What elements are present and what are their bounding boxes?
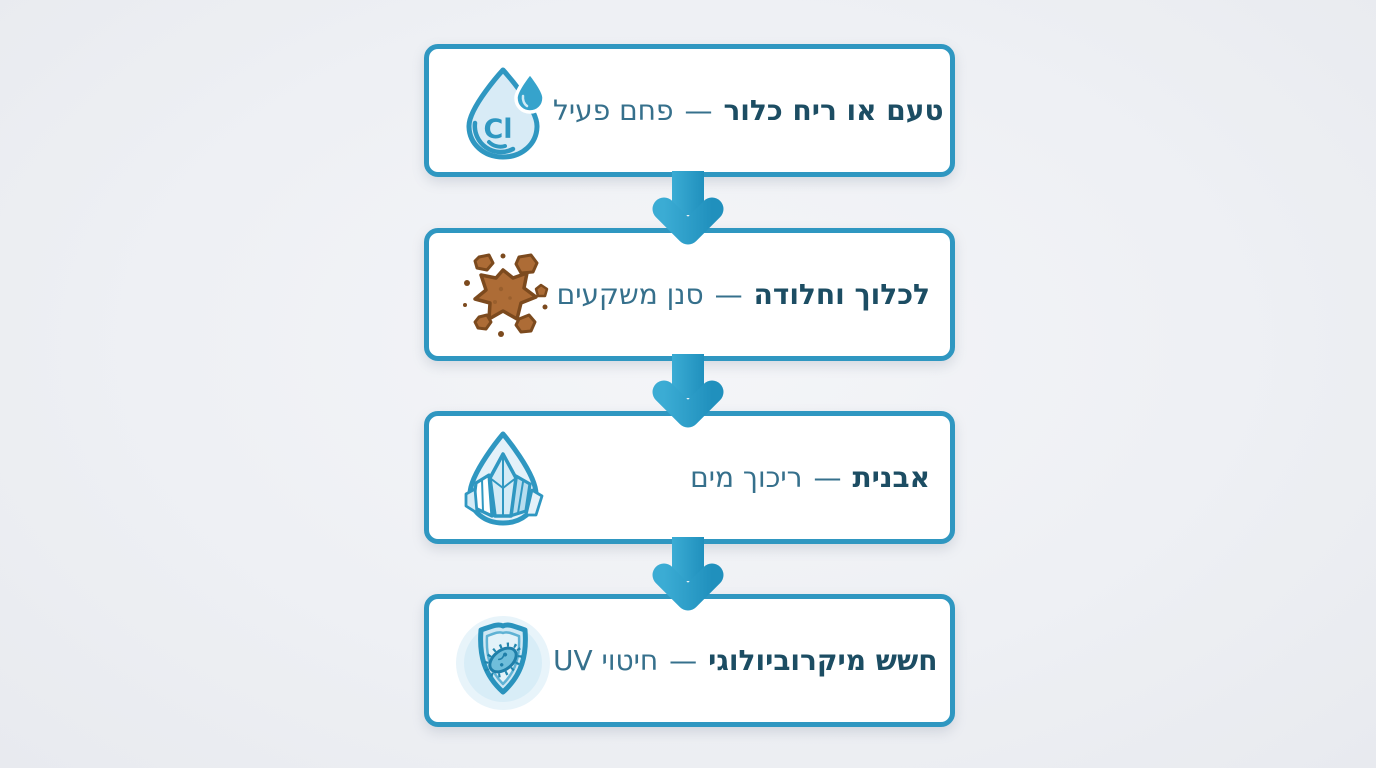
problem-text: טעם או ריח כלור: [723, 93, 944, 127]
step-label: אבנית — ריכוך מים: [553, 461, 950, 495]
separator-dash: —: [684, 93, 713, 127]
dirt-rust-icon: [453, 245, 553, 345]
step-card-sediment: לכלוך וחלודה — סנן משקעים: [424, 228, 955, 361]
separator-dash: —: [669, 643, 698, 677]
step-label: לכלוך וחלודה — סנן משקעים: [553, 278, 950, 312]
solution-text: פחם פעיל: [553, 93, 674, 127]
separator-dash: —: [714, 277, 743, 311]
step-label: טעם או ריח כלור — פחם פעיל: [553, 94, 963, 128]
microbe-shield-icon: [453, 611, 553, 711]
separator-dash: —: [813, 460, 842, 494]
problem-text: חשש מיקרוביולוגי: [708, 643, 938, 677]
solution-text: חיטוי UV: [553, 643, 659, 677]
step-card-chlorine: Cl טעם או ריח כלור — פחם פעיל: [424, 44, 955, 177]
solution-text: סנן משקעים: [556, 277, 704, 311]
problem-text: אבנית: [852, 460, 930, 494]
step-card-microbiological: חשש מיקרוביולוגי — חיטוי UV: [424, 594, 955, 727]
down-arrow: [645, 537, 731, 621]
chlorine-droplet-icon: Cl: [453, 61, 553, 161]
chlorine-symbol: Cl: [483, 114, 512, 145]
step-label: חשש מיקרוביולוגי — חיטוי UV: [553, 644, 957, 678]
limescale-crystal-icon: [453, 428, 553, 528]
solution-text: ריכוך מים: [690, 460, 803, 494]
down-arrow: [645, 354, 731, 438]
down-arrow: [645, 171, 731, 255]
problem-text: לכלוך וחלודה: [753, 277, 930, 311]
